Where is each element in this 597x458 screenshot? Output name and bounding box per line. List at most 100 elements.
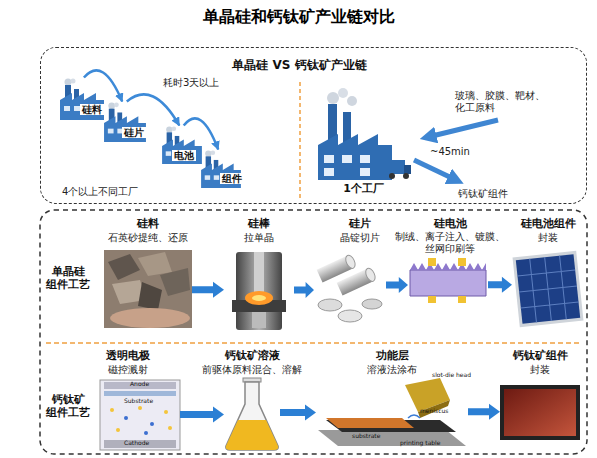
- part-name: Anode: [130, 381, 149, 388]
- cell-slab: [410, 270, 486, 296]
- silicon-chunk: [138, 252, 172, 276]
- flow-arrow: [180, 407, 224, 423]
- step-desc: 拉单晶: [199, 232, 319, 244]
- silicon-chunk: [160, 268, 190, 296]
- particle: [168, 426, 172, 430]
- step-title: 硅片: [300, 218, 420, 231]
- section-panel: 单晶硅 VS 钙钛矿产业链硅料硅片电池组件 1个工厂: [40, 47, 587, 204]
- ingot-end: [344, 254, 357, 270]
- output-label: 钙钛矿组件: [458, 188, 508, 200]
- factory-label: 电池: [172, 150, 196, 162]
- melt-glow: [252, 295, 266, 301]
- particle: [116, 428, 120, 432]
- curved-arrow: [84, 70, 122, 101]
- factory-label: 硅料: [80, 104, 104, 116]
- process-step: 硅电池组件封装: [512, 250, 584, 328]
- chamber: [100, 380, 180, 450]
- module-frame: [500, 385, 580, 440]
- factory-icon: 硅料: [58, 78, 106, 120]
- window: [342, 155, 352, 163]
- curved-arrow: [184, 118, 219, 149]
- step-title: 硅电池: [390, 218, 510, 231]
- process-step: 硅棒拉单晶: [224, 248, 294, 333]
- step-title: 硅棒: [199, 218, 319, 231]
- process-step: 钙钛矿溶液前驱体原料混合、溶解: [224, 378, 280, 450]
- solution: [226, 420, 278, 450]
- grid-lines: [516, 254, 580, 324]
- section-frame: [40, 210, 587, 454]
- smoke: [338, 88, 348, 98]
- step-desc: 前驱体原料混合、溶解: [192, 364, 312, 376]
- factory-body: [318, 134, 392, 180]
- panel-heading: 单晶硅 VS 钙钛矿产业链: [190, 59, 410, 73]
- melt-glow: [245, 291, 273, 305]
- coated-layer: [326, 418, 414, 428]
- step-title: 钙钛矿溶液: [192, 350, 312, 363]
- smoke: [327, 92, 339, 104]
- particle: [124, 416, 128, 420]
- silicon-chunk: [108, 254, 140, 280]
- flow-arrow: [280, 405, 316, 421]
- hand: [110, 308, 190, 328]
- perovskite-panel: [504, 389, 576, 436]
- silicon-chunk: [138, 282, 162, 310]
- truck: [404, 165, 411, 174]
- factory-caption: 1个工厂: [324, 183, 404, 196]
- step-title: 透明电极: [78, 350, 178, 363]
- factory-label: 硅片: [122, 127, 146, 139]
- input-materials: 玻璃、胶膜、靶材、化工原料: [455, 90, 549, 113]
- curved-arrow: [127, 94, 180, 125]
- substrate-plate: [104, 391, 176, 396]
- particle: [110, 408, 114, 412]
- window: [324, 168, 334, 176]
- step-desc: 磁控溅射: [78, 364, 178, 376]
- row-label: 钙钛矿 组件工艺: [44, 394, 92, 419]
- divider: [299, 82, 301, 200]
- factory-graphic: [60, 79, 104, 121]
- process-step: 硅料石英砂提纯、还原: [104, 250, 192, 328]
- process-step: 硅电池制绒、离子注入、镀膜、 丝网印刷等: [408, 258, 488, 303]
- flow-arrow: [468, 404, 500, 420]
- particle: [138, 406, 142, 410]
- photo-bg: [104, 250, 192, 328]
- contact: [458, 258, 466, 266]
- wheel: [403, 173, 409, 179]
- step-desc: 制绒、离子注入、镀膜、 丝网印刷等: [392, 231, 508, 254]
- output-arrow: [414, 160, 456, 180]
- factory-icon: 组件: [198, 150, 244, 188]
- wafer: [362, 299, 382, 309]
- ingot-end: [364, 267, 377, 283]
- process-step: 硅片晶锭切片: [314, 252, 386, 327]
- step-title: 硅料: [88, 218, 208, 231]
- factory-label: 组件: [220, 173, 244, 185]
- silicon-rod: [254, 252, 264, 292]
- step-title: 功能层: [332, 350, 452, 363]
- meniscus: [408, 415, 420, 418]
- step-desc: 封装: [492, 364, 588, 376]
- factory-icon: 1个工厂: [318, 95, 410, 180]
- module-cells: [516, 254, 580, 324]
- window: [324, 155, 334, 163]
- process-step: 钙钛矿组件封装: [500, 385, 580, 440]
- window: [360, 155, 370, 163]
- cathode-plate: [104, 440, 176, 448]
- part-name: slot-die head: [432, 372, 471, 379]
- flow-arrow: [192, 282, 224, 298]
- contact: [428, 258, 436, 266]
- particle: [144, 431, 148, 435]
- wheel: [389, 173, 395, 179]
- step-title: 硅电池组件: [500, 218, 596, 231]
- input-arrow: [428, 120, 498, 137]
- duration-note: 耗时3天以上: [163, 77, 219, 89]
- crucible: [252, 312, 266, 328]
- wafer: [338, 310, 362, 322]
- factory-icon: 电池: [160, 126, 204, 164]
- wafer: [318, 299, 342, 311]
- factory-graphic: [104, 102, 146, 142]
- printing-table: [318, 430, 466, 446]
- texture: [410, 263, 486, 270]
- divider: [46, 342, 582, 344]
- step-desc: 石英砂提纯、还原: [88, 232, 208, 244]
